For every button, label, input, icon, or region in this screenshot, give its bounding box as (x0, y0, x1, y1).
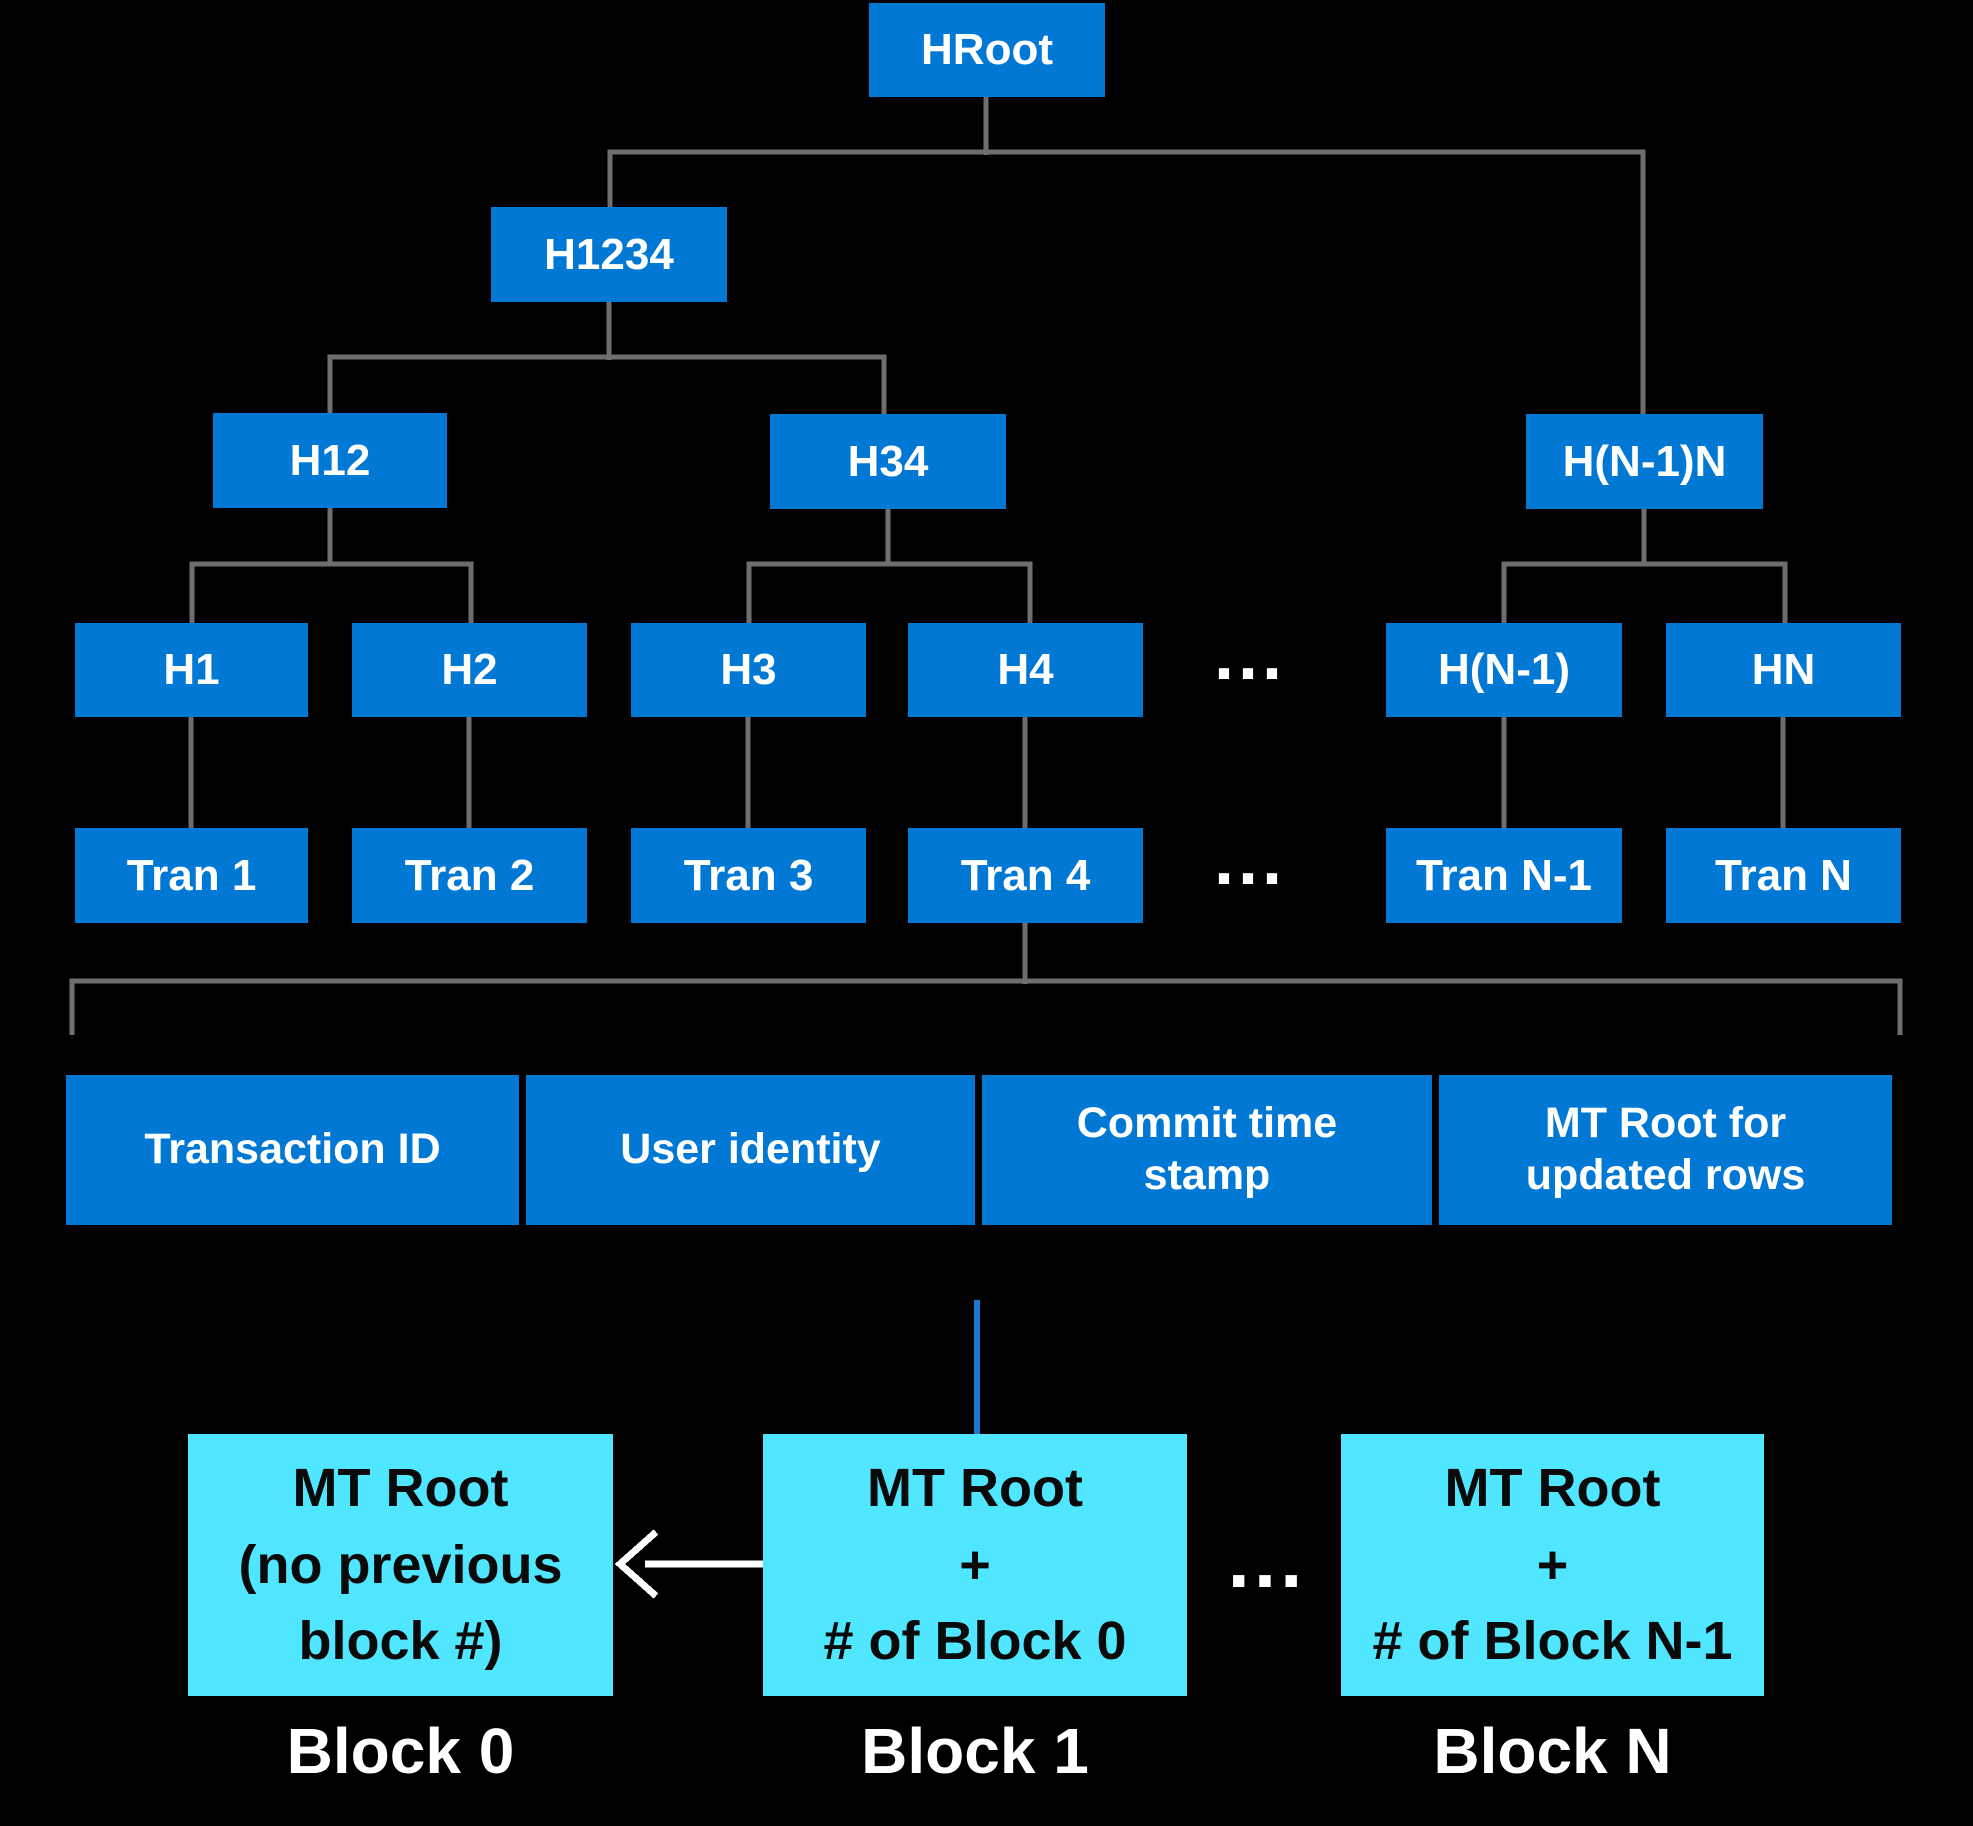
record-cell-label-line1: MT Root for (1544, 1099, 1787, 1148)
block0-box: MT Root (no previous block #) (188, 1434, 613, 1696)
record-cell-label: User identity (620, 1125, 881, 1174)
node-h1: H1 (75, 623, 308, 717)
record-cell-label: Transaction ID (144, 1125, 441, 1174)
blockN-line1: MT Root (1444, 1457, 1661, 1518)
node-tran4: Tran 4 (908, 828, 1143, 923)
node-tran2: Tran 2 (352, 828, 587, 923)
connector-hn1n-rail (1501, 561, 1788, 623)
block0-line1: MT Root (292, 1457, 509, 1518)
connector-h12-rail (189, 561, 474, 623)
block0-caption: Block 0 (286, 1715, 515, 1787)
node-tran1: Tran 1 (75, 828, 308, 923)
connector-h1234-rail (327, 354, 887, 414)
record-cell-transaction-id: Transaction ID (66, 1075, 519, 1225)
node-h34: H34 (770, 414, 1006, 509)
block1-line3: # of Block 0 (823, 1611, 1127, 1672)
node-h4: H4 (908, 623, 1143, 717)
record-cell-mt-root: MT Root for updated rows (1439, 1075, 1892, 1225)
block1-line2: + (959, 1534, 991, 1595)
record-cell-label-line2: stamp (1143, 1151, 1271, 1199)
block-arrow-head (614, 1529, 659, 1599)
record-cell-commit-time-stamp: Commit time stamp (982, 1075, 1432, 1225)
blockN-line2: + (1536, 1534, 1569, 1595)
record-cell-label-line2: updated rows (1525, 1151, 1806, 1199)
record-cell-user-identity: User identity (526, 1075, 975, 1225)
node-tran3: Tran 3 (631, 828, 866, 923)
node-hn1: H(N-1) (1386, 623, 1622, 717)
record-cell-label-line1: Commit time (1076, 1099, 1338, 1148)
node-h1234: H1234 (491, 207, 727, 302)
node-h12: H12 (213, 413, 447, 508)
node-h2: H2 (352, 623, 587, 717)
block1-box: MT Root + # of Block 0 (763, 1434, 1187, 1696)
blockN-line3: # of Block N-1 (1372, 1611, 1733, 1672)
record-bracket (69, 978, 1903, 1035)
connector-top-rail (607, 149, 1646, 414)
block1-caption: Block 1 (861, 1715, 1089, 1787)
node-hn1n: H(N-1)N (1526, 414, 1763, 509)
blockN-box: MT Root + # of Block N-1 (1341, 1434, 1764, 1696)
block0-line3: block #) (298, 1611, 503, 1672)
block1-line1: MT Root (867, 1457, 1083, 1518)
connector-h34-rail (746, 561, 1033, 623)
block0-line2: (no previous (238, 1534, 563, 1595)
blockN-caption: Block N (1433, 1715, 1672, 1787)
node-tranN: Tran N (1666, 828, 1901, 923)
node-hn: HN (1666, 623, 1901, 717)
node-tranN1: Tran N-1 (1386, 828, 1622, 923)
node-hroot: HRoot (869, 3, 1105, 97)
node-h3: H3 (631, 623, 866, 717)
